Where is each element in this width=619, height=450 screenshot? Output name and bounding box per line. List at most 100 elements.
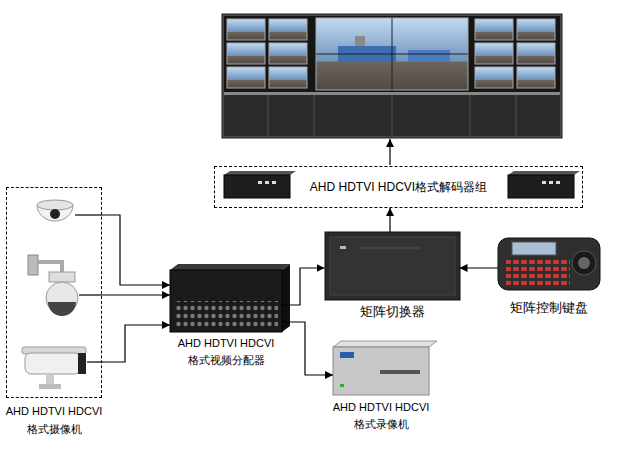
decoder-device: [556, 181, 560, 184]
camera-icon: [49, 272, 75, 282]
keyboard-device: [498, 238, 600, 290]
recorder-device: [333, 341, 437, 347]
decoder-device: [224, 171, 580, 198]
signal-connector: [282, 268, 325, 305]
switcher-device: [360, 248, 420, 249]
video-wall: [269, 43, 307, 64]
signal-connector: [282, 322, 333, 375]
camera-icon: [37, 200, 73, 210]
switcher-device: [330, 237, 455, 295]
video-wall: [517, 19, 555, 40]
video-wall: [224, 92, 560, 95]
switcher-device: [340, 246, 346, 249]
camera-icon: [38, 262, 62, 272]
camera-icon: [78, 353, 86, 374]
decoder-device: [224, 171, 296, 175]
recorder-device: [340, 352, 354, 358]
distributor-device: [170, 264, 290, 332]
camera-icon: [22, 200, 102, 389]
keyboard-device: [578, 257, 590, 269]
video-wall: [269, 19, 307, 40]
video-wall: [392, 95, 393, 136]
decoder-device: [224, 175, 290, 198]
video-wall: [316, 54, 468, 55]
video-wall: [316, 18, 468, 90]
node-frame: [333, 347, 429, 395]
distributor-device: [170, 270, 282, 332]
keyboard-device: [572, 251, 596, 275]
node-frame: [6, 187, 102, 398]
video-wall: [470, 95, 471, 136]
recorder-device: [333, 341, 437, 395]
keyboard-device: [512, 242, 556, 255]
camera-icon: [48, 302, 76, 316]
signal-arrow: [389, 139, 390, 165]
keyboard-device: [498, 238, 600, 290]
decoder-device: [542, 181, 546, 184]
video-wall: [355, 36, 365, 46]
group-box: AHD HDTVI HDCVI 格式摄像机: [4, 187, 104, 438]
video-wall: [269, 67, 307, 88]
video-wall: [475, 43, 513, 64]
signal-connector: [102, 294, 170, 295]
decoder-device: [272, 181, 276, 184]
camera-icon: [79, 294, 102, 295]
video-wall: [224, 95, 560, 136]
decoder-device: [265, 181, 269, 184]
node-label: AHD HDTVI HDCVI 格式视频分配器: [174, 335, 278, 369]
node-label: AHD HDTVI HDCVI 格式录像机: [329, 399, 433, 433]
video-wall: [227, 19, 265, 40]
device-box: 矩阵切换器: [325, 232, 460, 320]
node-frame: [498, 237, 600, 291]
switcher-device: [325, 232, 460, 300]
node-label: AHD HDTVI HDCVI格式解码器组: [310, 179, 487, 195]
video-wall: [227, 43, 265, 64]
distributor-device: [174, 301, 278, 329]
video-wall: [517, 67, 555, 88]
keyboard-device: [506, 259, 570, 286]
device-box: AHD HDTVI HDCVI 格式录像机: [329, 347, 433, 433]
node-label: AHD HDTVI HDCVI 格式摄像机: [4, 402, 104, 438]
camera-icon: [50, 209, 60, 219]
video-wall: [516, 95, 517, 136]
node-label: 矩阵控制键盘: [510, 299, 588, 316]
camera-icon: [46, 374, 54, 384]
device-box: 矩阵控制键盘: [498, 237, 600, 316]
decoder-device: [508, 175, 574, 198]
signal-connector: [460, 267, 499, 268]
recorder-device: [380, 370, 420, 374]
video-wall: [268, 95, 269, 136]
video-wall: [224, 16, 560, 92]
video-wall: [475, 67, 513, 88]
node-frame: [170, 270, 282, 332]
video-wall: [517, 43, 555, 64]
camera-icon: [25, 353, 81, 374]
signal-connector: [102, 215, 170, 285]
camera-icon: [28, 255, 38, 275]
switcher-device: [325, 232, 460, 300]
group-box: AHD HDTVI HDCVI格式解码器组: [214, 166, 583, 208]
camera-icon: [75, 214, 102, 215]
signal-connector: [389, 208, 390, 232]
signal-connector: [102, 325, 170, 362]
decoder-device: [549, 181, 553, 184]
video-wall: [222, 14, 562, 138]
decoder-device: [508, 171, 580, 175]
recorder-device: [333, 347, 429, 395]
camera-icon: [87, 361, 102, 362]
recorder-device: [340, 384, 344, 387]
node-frame: [325, 232, 460, 300]
video-wall: [408, 50, 450, 62]
video-wall: [475, 19, 513, 40]
video-wall: [314, 95, 315, 136]
node-label: 矩阵切换器: [360, 303, 425, 320]
distributor-device: [170, 264, 290, 270]
camera-icon: [39, 384, 61, 389]
device-box: AHD HDTVI HDCVI 格式视频分配器: [170, 270, 282, 369]
decoder-device: [258, 181, 262, 184]
video-wall: [222, 14, 562, 138]
